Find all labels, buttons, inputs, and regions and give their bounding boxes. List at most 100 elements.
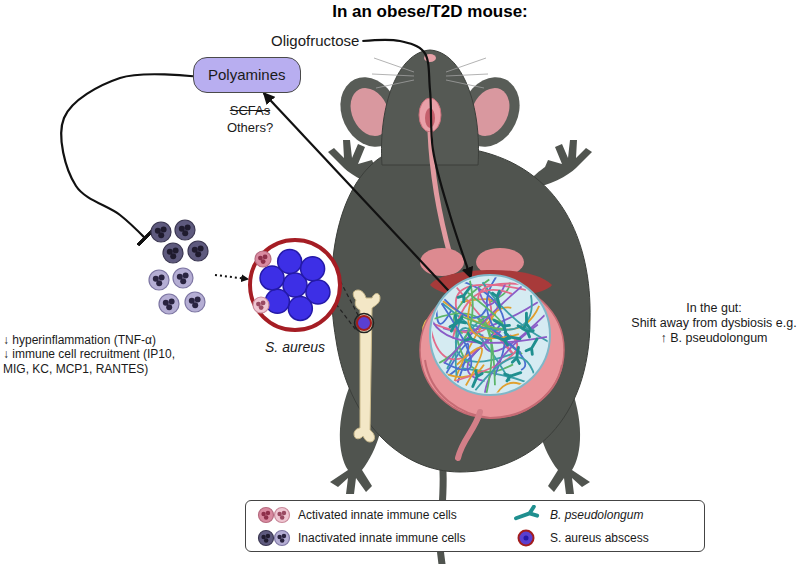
cell-nucleus bbox=[159, 274, 165, 280]
title-wrap: In an obese/T2D mouse: bbox=[332, 2, 528, 22]
cell-nucleus bbox=[183, 272, 189, 278]
immune-cell-cluster bbox=[145, 218, 215, 323]
microbe-strand bbox=[475, 357, 538, 390]
arrow-connector bbox=[264, 93, 449, 291]
bacterium-rod bbox=[526, 337, 540, 354]
legend-sample bbox=[508, 505, 544, 525]
path-part bbox=[331, 150, 590, 472]
path-part bbox=[372, 74, 414, 76]
legend-text: S. aureus abscess bbox=[550, 531, 649, 545]
input-label: Oligofructose bbox=[268, 30, 362, 52]
cell-nucleus bbox=[161, 226, 167, 232]
node-text: Shift away from dysbiosis e.g. ↑ B. pseu… bbox=[628, 316, 800, 346]
cell-nucleus bbox=[182, 230, 188, 236]
abscess-shape bbox=[247, 237, 343, 333]
immune-cell bbox=[185, 292, 205, 312]
legend-text: B. pseudolongum bbox=[550, 508, 643, 522]
arrow-connector bbox=[362, 40, 471, 278]
legend-sample bbox=[256, 528, 292, 548]
abscess-caption: S. aureus bbox=[265, 339, 325, 356]
bacterium-rod bbox=[505, 369, 522, 381]
cell-nucleus bbox=[263, 255, 268, 260]
cell-nucleus bbox=[169, 298, 175, 304]
gut-microbiota: In the gut:Shift away from dysbiosis e.g… bbox=[428, 273, 800, 397]
node-text: Oligofructose bbox=[271, 32, 359, 50]
node-text: Polyamines bbox=[208, 66, 286, 84]
abscess-icon bbox=[519, 531, 534, 546]
cell-nucleus bbox=[198, 245, 204, 251]
cell-nucleus bbox=[266, 511, 271, 516]
gut-circle bbox=[428, 273, 552, 397]
node-text: In the gut: bbox=[628, 301, 800, 316]
mouse-body bbox=[331, 150, 590, 472]
cell-nucleus bbox=[166, 304, 172, 310]
ellipse-part bbox=[420, 248, 464, 276]
immune-cell bbox=[253, 297, 269, 313]
cell-nucleus bbox=[180, 278, 186, 284]
legend-text: Inactivated innate immune cells bbox=[298, 531, 465, 545]
immune-cell bbox=[275, 531, 290, 546]
path-part bbox=[376, 80, 414, 88]
cell-nucleus bbox=[266, 534, 271, 539]
path-part bbox=[458, 412, 480, 458]
effect-notes: ↓ hyperinflammation (TNF-α)↓ immune cell… bbox=[3, 333, 181, 376]
cell-nucleus bbox=[192, 302, 198, 308]
coccus bbox=[278, 250, 302, 274]
label-wrap: Others? bbox=[215, 120, 285, 136]
note-label: Others? bbox=[215, 120, 285, 136]
microbiota-tangle bbox=[429, 276, 549, 396]
immune-cell bbox=[255, 251, 271, 267]
microbe-strand bbox=[490, 328, 525, 370]
bacterium-rod bbox=[492, 291, 503, 308]
cell-nucleus bbox=[185, 224, 191, 230]
bacterium-rod bbox=[465, 334, 482, 347]
path-part bbox=[374, 58, 414, 72]
arrow-connector bbox=[215, 275, 248, 279]
metabolite-box: Polyamines bbox=[193, 57, 301, 93]
legend-sample bbox=[508, 528, 544, 548]
microbe-strand bbox=[438, 344, 468, 388]
cell-nucleus bbox=[261, 259, 266, 264]
diagram-title: In an obese/T2D mouse: bbox=[332, 2, 528, 22]
cell-nucleus bbox=[195, 251, 201, 257]
node-text: ↓ hyperinflammation (TNF-α) bbox=[3, 333, 181, 347]
node-text: S. aureus bbox=[265, 339, 325, 356]
immune-cells: ↓ hyperinflammation (TNF-α)↓ immune cell… bbox=[145, 218, 215, 376]
legend-item: B. pseudolongum bbox=[508, 505, 643, 525]
microbe-strand bbox=[468, 302, 519, 339]
node-text: ↓ immune cell recruitment (IP10, MIG, KC… bbox=[3, 347, 181, 376]
bacterium-rod bbox=[493, 333, 510, 345]
immune-cell bbox=[149, 270, 169, 290]
legend-text: Activated innate immune cells bbox=[298, 508, 457, 522]
microbe-strand bbox=[432, 321, 547, 343]
abscess-circle: S. aureus bbox=[247, 237, 343, 356]
note-label: SCFAs bbox=[215, 103, 285, 119]
microbe-strand bbox=[444, 277, 534, 364]
mouse-organs bbox=[420, 132, 564, 458]
coccus bbox=[288, 296, 312, 320]
abscess-ring bbox=[250, 240, 340, 330]
coccus bbox=[301, 257, 325, 281]
bacterium-rod bbox=[492, 317, 509, 331]
coccus bbox=[265, 289, 289, 313]
legend-item: Activated innate immune cells bbox=[256, 505, 457, 525]
cell-nucleus bbox=[264, 515, 269, 520]
cell-nucleus bbox=[156, 280, 162, 286]
immune-cell bbox=[275, 508, 290, 523]
bacterium-rod bbox=[514, 507, 537, 523]
legend-box: Activated innate immune cellsInactivated… bbox=[245, 500, 705, 552]
bacterium-rod bbox=[523, 313, 530, 329]
cell-nucleus bbox=[158, 232, 164, 238]
immune-cell bbox=[175, 220, 195, 240]
circle-part bbox=[355, 314, 374, 333]
g-part bbox=[149, 220, 208, 314]
cell-nucleus bbox=[280, 515, 285, 520]
cell-nucleus bbox=[195, 296, 201, 302]
label-wrap: SCFAs bbox=[215, 103, 285, 119]
immune-cell bbox=[259, 531, 274, 546]
legend-item: Inactivated innate immune cells bbox=[256, 528, 465, 548]
cell-nucleus bbox=[261, 301, 266, 306]
